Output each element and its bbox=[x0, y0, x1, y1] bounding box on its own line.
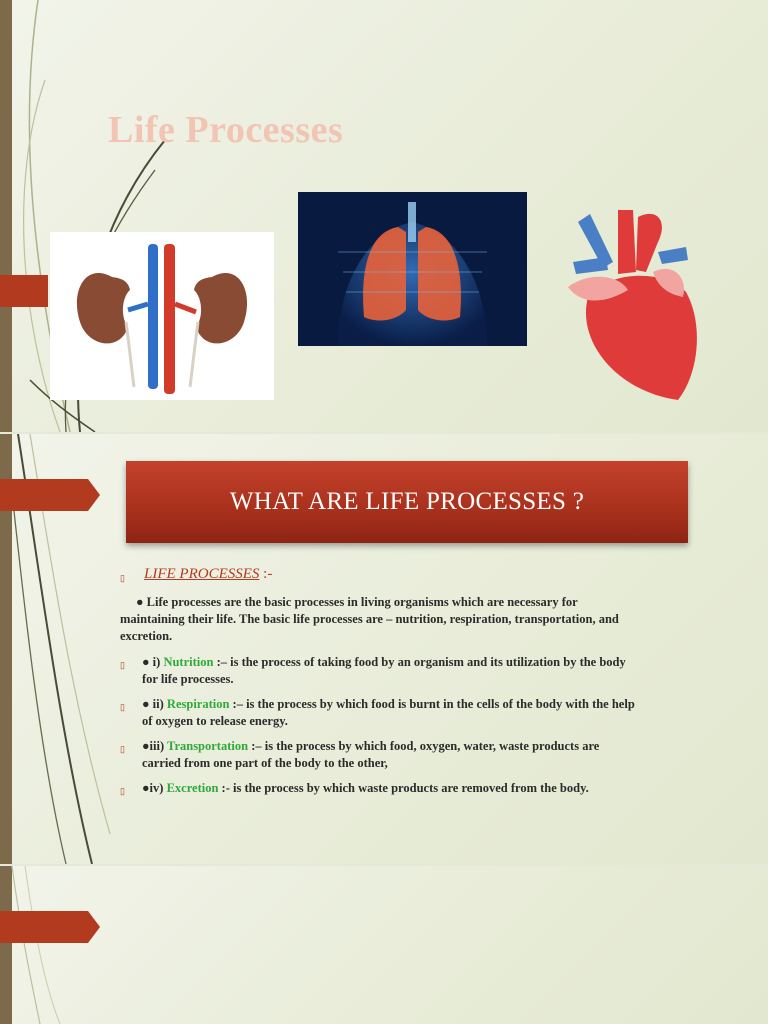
section-heading: LIFE PROCESSES bbox=[144, 566, 260, 582]
slide-tag bbox=[0, 275, 48, 307]
arrow-bullet-icon: ▯ bbox=[120, 573, 125, 583]
item-text: :– is the process by which food is burnt… bbox=[229, 697, 635, 711]
list-item: ▯ ● i) Nutrition :– is the process of ta… bbox=[120, 654, 720, 688]
decorative-swirl bbox=[11, 866, 61, 1024]
item-term: Transportation bbox=[167, 739, 249, 753]
arrow-bullet-icon: ▯ bbox=[120, 660, 125, 670]
kidney-image bbox=[50, 232, 274, 400]
item-term: Respiration bbox=[166, 697, 230, 711]
item-term: Nutrition bbox=[163, 655, 214, 669]
slide-1: Life Processes bbox=[0, 0, 768, 432]
item-text: :– is the process of taking food by an o… bbox=[213, 655, 626, 669]
slide-title: Life Processes bbox=[108, 109, 344, 151]
intro-line: maintaining their life. The basic life p… bbox=[120, 612, 619, 626]
list-item: ▯ ● ii) Respiration :– is the process by… bbox=[120, 696, 720, 730]
left-accent-bar bbox=[0, 0, 12, 432]
item-prefix: ● i) bbox=[142, 655, 164, 669]
left-accent-bar bbox=[0, 434, 12, 864]
slide-tag bbox=[0, 911, 100, 943]
list-item: ▯ ●iv) Excretion :- is the process by wh… bbox=[120, 780, 720, 797]
item-prefix: ●iii) bbox=[142, 739, 168, 753]
item-prefix: ● ii) bbox=[142, 697, 167, 711]
intro-paragraph: ● Life processes are the basic processes… bbox=[120, 594, 720, 645]
slide-3 bbox=[0, 866, 768, 1024]
slide-2: WHAT ARE LIFE PROCESSES ? ▯ LIFE PROCESS… bbox=[0, 434, 768, 864]
left-accent-bar bbox=[0, 866, 12, 1024]
item-term: Excretion bbox=[166, 781, 219, 795]
item-text-cont: for life processes. bbox=[142, 672, 234, 686]
lungs-image bbox=[298, 192, 527, 346]
intro-line: excretion. bbox=[120, 629, 173, 643]
heart-image bbox=[558, 202, 708, 402]
list-item: ▯ ●iii) Transportation :– is the process… bbox=[120, 738, 720, 772]
intro-line: ● Life processes are the basic processes… bbox=[136, 595, 578, 609]
slide-tag bbox=[0, 479, 100, 511]
heading-separator: :- bbox=[259, 566, 273, 582]
item-text: :– is the process by which food, oxygen,… bbox=[248, 739, 600, 753]
item-text-cont: of oxygen to release energy. bbox=[142, 714, 288, 728]
arrow-bullet-icon: ▯ bbox=[120, 786, 125, 796]
item-text: :- is the process by which waste product… bbox=[218, 781, 589, 795]
item-text-cont: carried from one part of the body to the… bbox=[142, 756, 388, 770]
arrow-bullet-icon: ▯ bbox=[120, 744, 125, 754]
arrow-bullet-icon: ▯ bbox=[120, 702, 125, 712]
section-banner: WHAT ARE LIFE PROCESSES ? bbox=[126, 461, 688, 543]
item-prefix: ●iv) bbox=[142, 781, 167, 795]
